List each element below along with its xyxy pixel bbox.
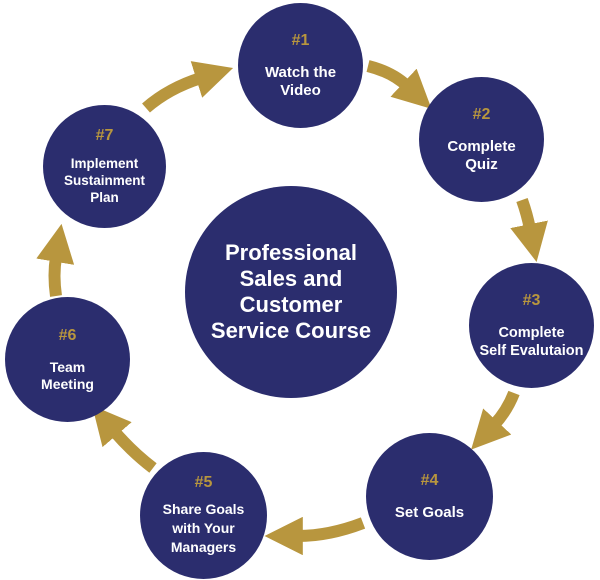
step-1-label: Watch the Video [264,63,337,99]
arrow-2-to-3-icon [510,197,548,262]
step-2-number: #2 [472,105,491,123]
step-6-number: #6 [58,326,77,344]
arrow-1-to-2-icon [366,60,432,109]
step-4-circle: #4 Set Goals [366,433,493,560]
arrow-5-to-6-icon [92,405,157,473]
step-5-label: Share Goals with Your Managers [162,501,245,555]
step-5-circle: #5 Share Goals with Your Managers [140,452,267,579]
step-3-number: #3 [522,291,541,309]
step-7-circle: #7 Implement Sustainment Plan [43,105,166,228]
arrow-7-to-1-icon [142,61,234,113]
step-3-label: Complete Self Evalutaion [479,324,584,359]
step-6-label: Team Meeting [41,358,94,392]
step-1-number: #1 [291,31,310,49]
arrow-3-to-4-icon [471,390,520,450]
course-title: Professional Sales and Customer Service … [210,240,372,343]
step-5-number: #5 [194,474,213,491]
step-4-number: #4 [420,471,439,489]
center-course-circle: Professional Sales and Customer Service … [185,186,397,398]
step-2-circle: #2 Complete Quiz [419,77,544,202]
step-1-circle: #1 Watch the Video [238,3,363,128]
step-6-circle: #6 Team Meeting [5,297,130,422]
step-4-label: Set Goals [394,503,465,521]
step-3-circle: #3 Complete Self Evalutaion [469,263,594,388]
step-7-label: Implement Sustainment Plan [63,156,145,205]
arrow-6-to-7-icon [36,223,75,297]
arrow-4-to-5-icon [264,516,366,556]
step-2-label: Complete Quiz [447,137,516,173]
step-7-number: #7 [95,127,114,144]
